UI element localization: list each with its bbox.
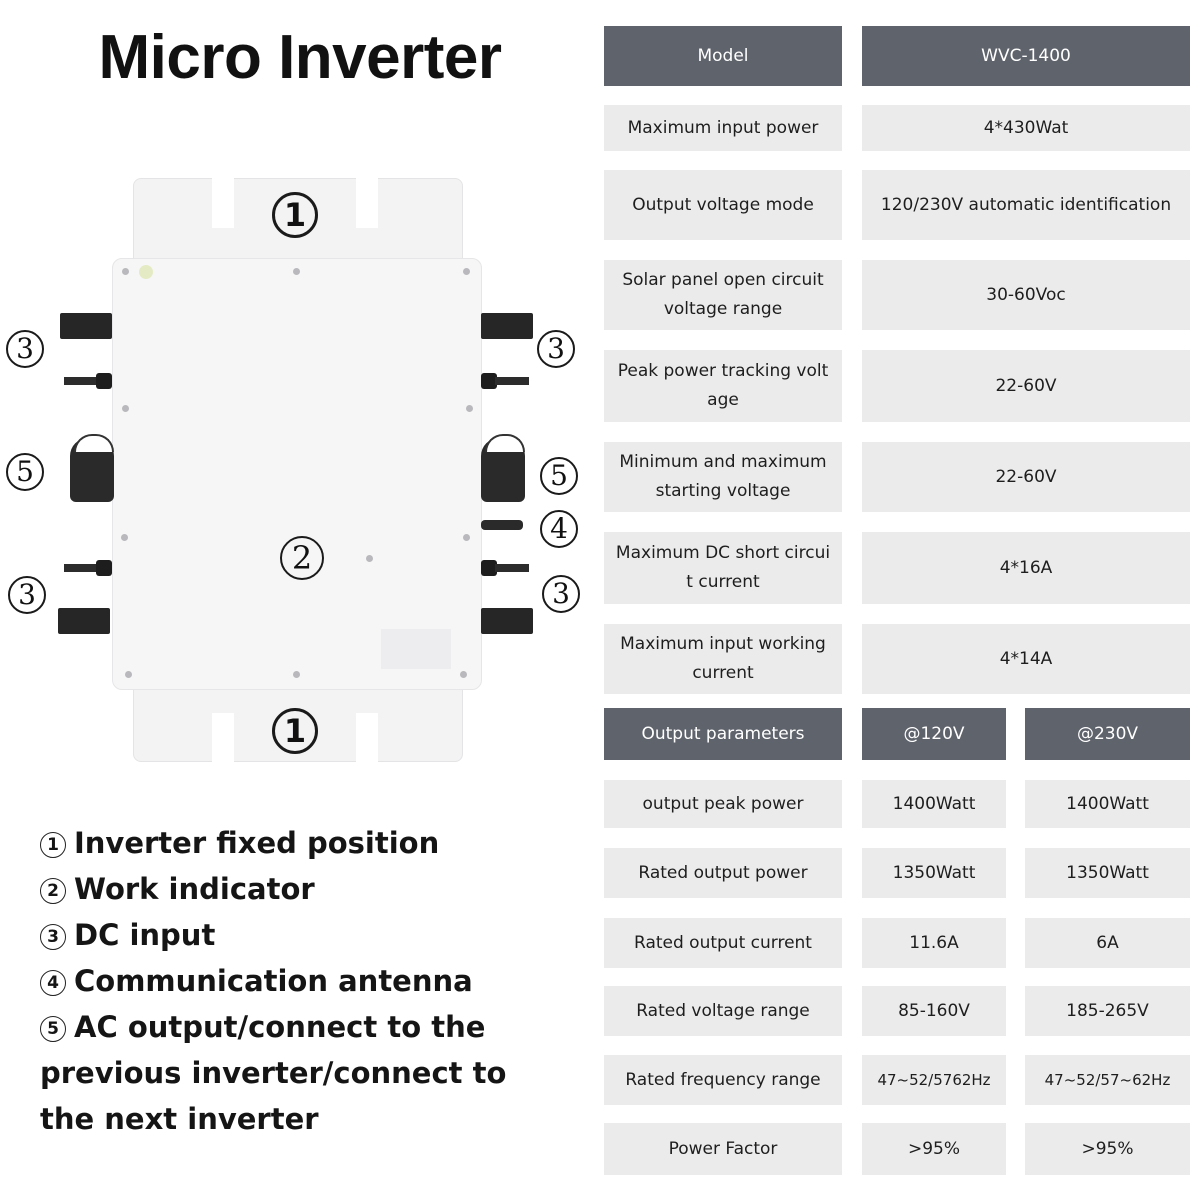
spec-label: Minimum and maximum starting voltage: [604, 442, 842, 512]
screw-icon: [122, 268, 129, 275]
spec-value: 22-60V: [862, 442, 1190, 512]
number-badge: 3: [40, 924, 66, 950]
number-badge: 2: [40, 878, 66, 904]
spec-value: 30-60Voc: [862, 260, 1190, 330]
number-badge: 5: [40, 1016, 66, 1042]
output-value-230v: 185-265V: [1025, 986, 1190, 1036]
spec-label: Solar panel open circuit voltage range: [604, 260, 842, 330]
output-value-230v: >95%: [1025, 1123, 1190, 1175]
screw-icon: [463, 268, 470, 275]
output-value-230v: 6A: [1025, 918, 1190, 968]
output-value-120v: 47~52/5762Hz: [862, 1055, 1006, 1105]
legend-text: DC input: [74, 918, 216, 952]
output-value-230v: 47~52/57~62Hz: [1025, 1055, 1190, 1105]
header-230v: @230V: [1025, 708, 1190, 760]
output-label: output peak power: [604, 780, 842, 828]
screw-icon: [466, 405, 473, 412]
spec-label: Maximum input power: [604, 105, 842, 151]
legend-text: AC output/connect to the previous invert…: [40, 1010, 507, 1136]
screw-icon: [293, 268, 300, 275]
legend-text: Inverter fixed position: [74, 826, 440, 860]
spec-label: Maximum DC short circui t current: [604, 532, 842, 604]
dc-input-connector-male: [481, 560, 529, 576]
callout-dc-right-top: 3: [537, 330, 575, 368]
spec-value: 120/230V automatic identification: [862, 170, 1190, 240]
dc-input-connector-female: [60, 313, 112, 339]
mount-slot: [356, 178, 378, 228]
mount-slot: [356, 713, 378, 763]
callout-dc-left-top: 3: [6, 330, 44, 368]
output-value-230v: 1350Watt: [1025, 848, 1190, 898]
screw-icon: [460, 671, 467, 678]
output-label: Power Factor: [604, 1123, 842, 1175]
inverter-body: [112, 258, 482, 690]
ac-output-connector: [481, 434, 525, 502]
mount-slot: [212, 178, 234, 228]
component-legend: 1 Inverter fixed position 2 Work indicator…: [40, 820, 510, 1142]
dc-input-connector-female: [481, 608, 533, 634]
number-badge: 4: [40, 970, 66, 996]
dc-input-connector-male: [64, 373, 112, 389]
dc-input-connector-female: [58, 608, 110, 634]
spec-label: Maximum input working current: [604, 624, 842, 694]
output-value-120v: 1400Watt: [862, 780, 1006, 828]
output-label: Rated voltage range: [604, 986, 842, 1036]
legend-item: 2 Work indicator: [40, 866, 510, 912]
callout-ac-left: 5: [6, 453, 44, 491]
spec-label: Peak power tracking volt age: [604, 350, 842, 422]
output-label: Rated output power: [604, 848, 842, 898]
output-value-120v: 1350Watt: [862, 848, 1006, 898]
spec-value: 22-60V: [862, 350, 1190, 422]
legend-item: 4 Communication antenna: [40, 958, 510, 1004]
screw-icon: [122, 405, 129, 412]
screw-icon: [125, 671, 132, 678]
legend-text: Communication antenna: [74, 964, 473, 998]
led-indicator: [139, 265, 153, 279]
output-value-230v: 1400Watt: [1025, 780, 1190, 828]
mount-slot: [212, 713, 234, 763]
antenna-connector: [481, 520, 523, 530]
header-120v: @120V: [862, 708, 1006, 760]
output-value-120v: 85-160V: [862, 986, 1006, 1036]
spec-value: 4*14A: [862, 624, 1190, 694]
callout-mount-bottom: 1: [272, 708, 318, 754]
screw-icon: [121, 534, 128, 541]
callout-antenna: 4: [540, 510, 578, 548]
dc-input-connector-female: [481, 313, 533, 339]
callout-mount-top: 1: [272, 192, 318, 238]
label-window: [381, 629, 451, 669]
header-output-parameters: Output parameters: [604, 708, 842, 760]
spec-value: 4*430Wat: [862, 105, 1190, 151]
spec-value: 4*16A: [862, 532, 1190, 604]
output-label: Rated frequency range: [604, 1055, 842, 1105]
legend-text: Work indicator: [74, 872, 315, 906]
screw-icon: [293, 671, 300, 678]
header-model-label: Model: [604, 26, 842, 86]
number-badge: 1: [40, 832, 66, 858]
legend-item: 1 Inverter fixed position: [40, 820, 510, 866]
callout-dc-left-bottom: 3: [8, 576, 46, 614]
output-label: Rated output current: [604, 918, 842, 968]
screw-icon: [366, 555, 373, 562]
screw-icon: [463, 534, 470, 541]
header-model-value: WVC-1400: [862, 26, 1190, 86]
callout-work-indicator: 2: [280, 536, 324, 580]
callout-ac-right: 5: [540, 457, 578, 495]
inverter-diagram: 1 1 2 3 5 3 3 5 4 3: [0, 170, 600, 770]
output-value-120v: 11.6A: [862, 918, 1006, 968]
dc-input-connector-male: [64, 560, 112, 576]
ac-output-connector: [70, 434, 114, 502]
output-value-120v: >95%: [862, 1123, 1006, 1175]
page-title: Micro Inverter: [98, 23, 502, 92]
spec-label: Output voltage mode: [604, 170, 842, 240]
dc-input-connector-male: [481, 373, 529, 389]
legend-item: 3 DC input: [40, 912, 510, 958]
callout-dc-right-bottom: 3: [542, 575, 580, 613]
